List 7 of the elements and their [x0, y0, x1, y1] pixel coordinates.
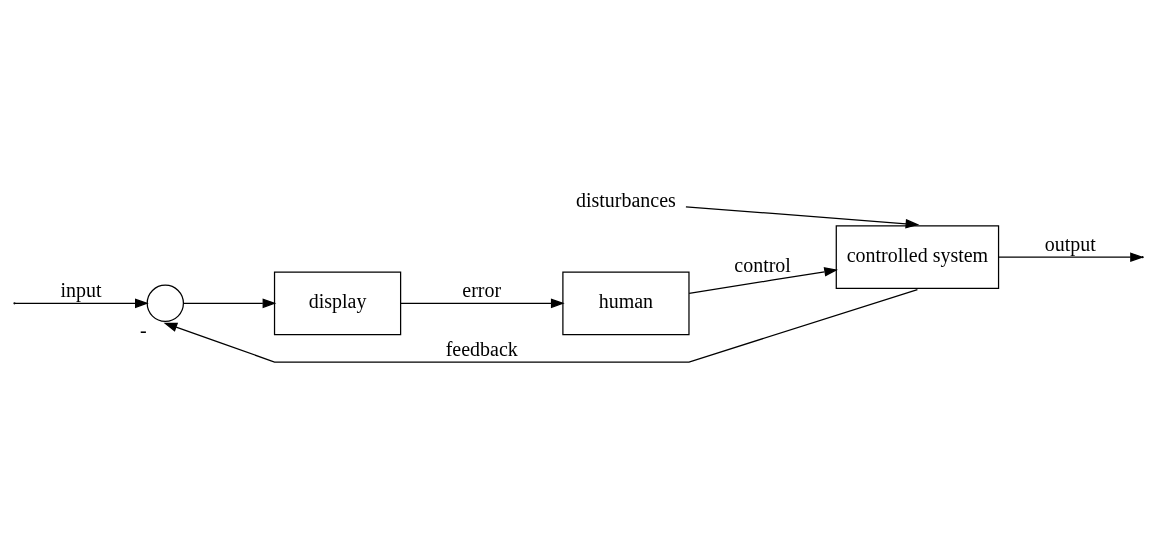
- edge-label: feedback: [445, 337, 518, 360]
- edge-label: output: [1044, 232, 1096, 255]
- edge-label: error: [462, 278, 502, 301]
- edge-label: control: [734, 253, 791, 276]
- edge-label: input: [60, 278, 102, 301]
- node-label: -: [140, 318, 147, 341]
- node-text: disturbances: [576, 188, 676, 211]
